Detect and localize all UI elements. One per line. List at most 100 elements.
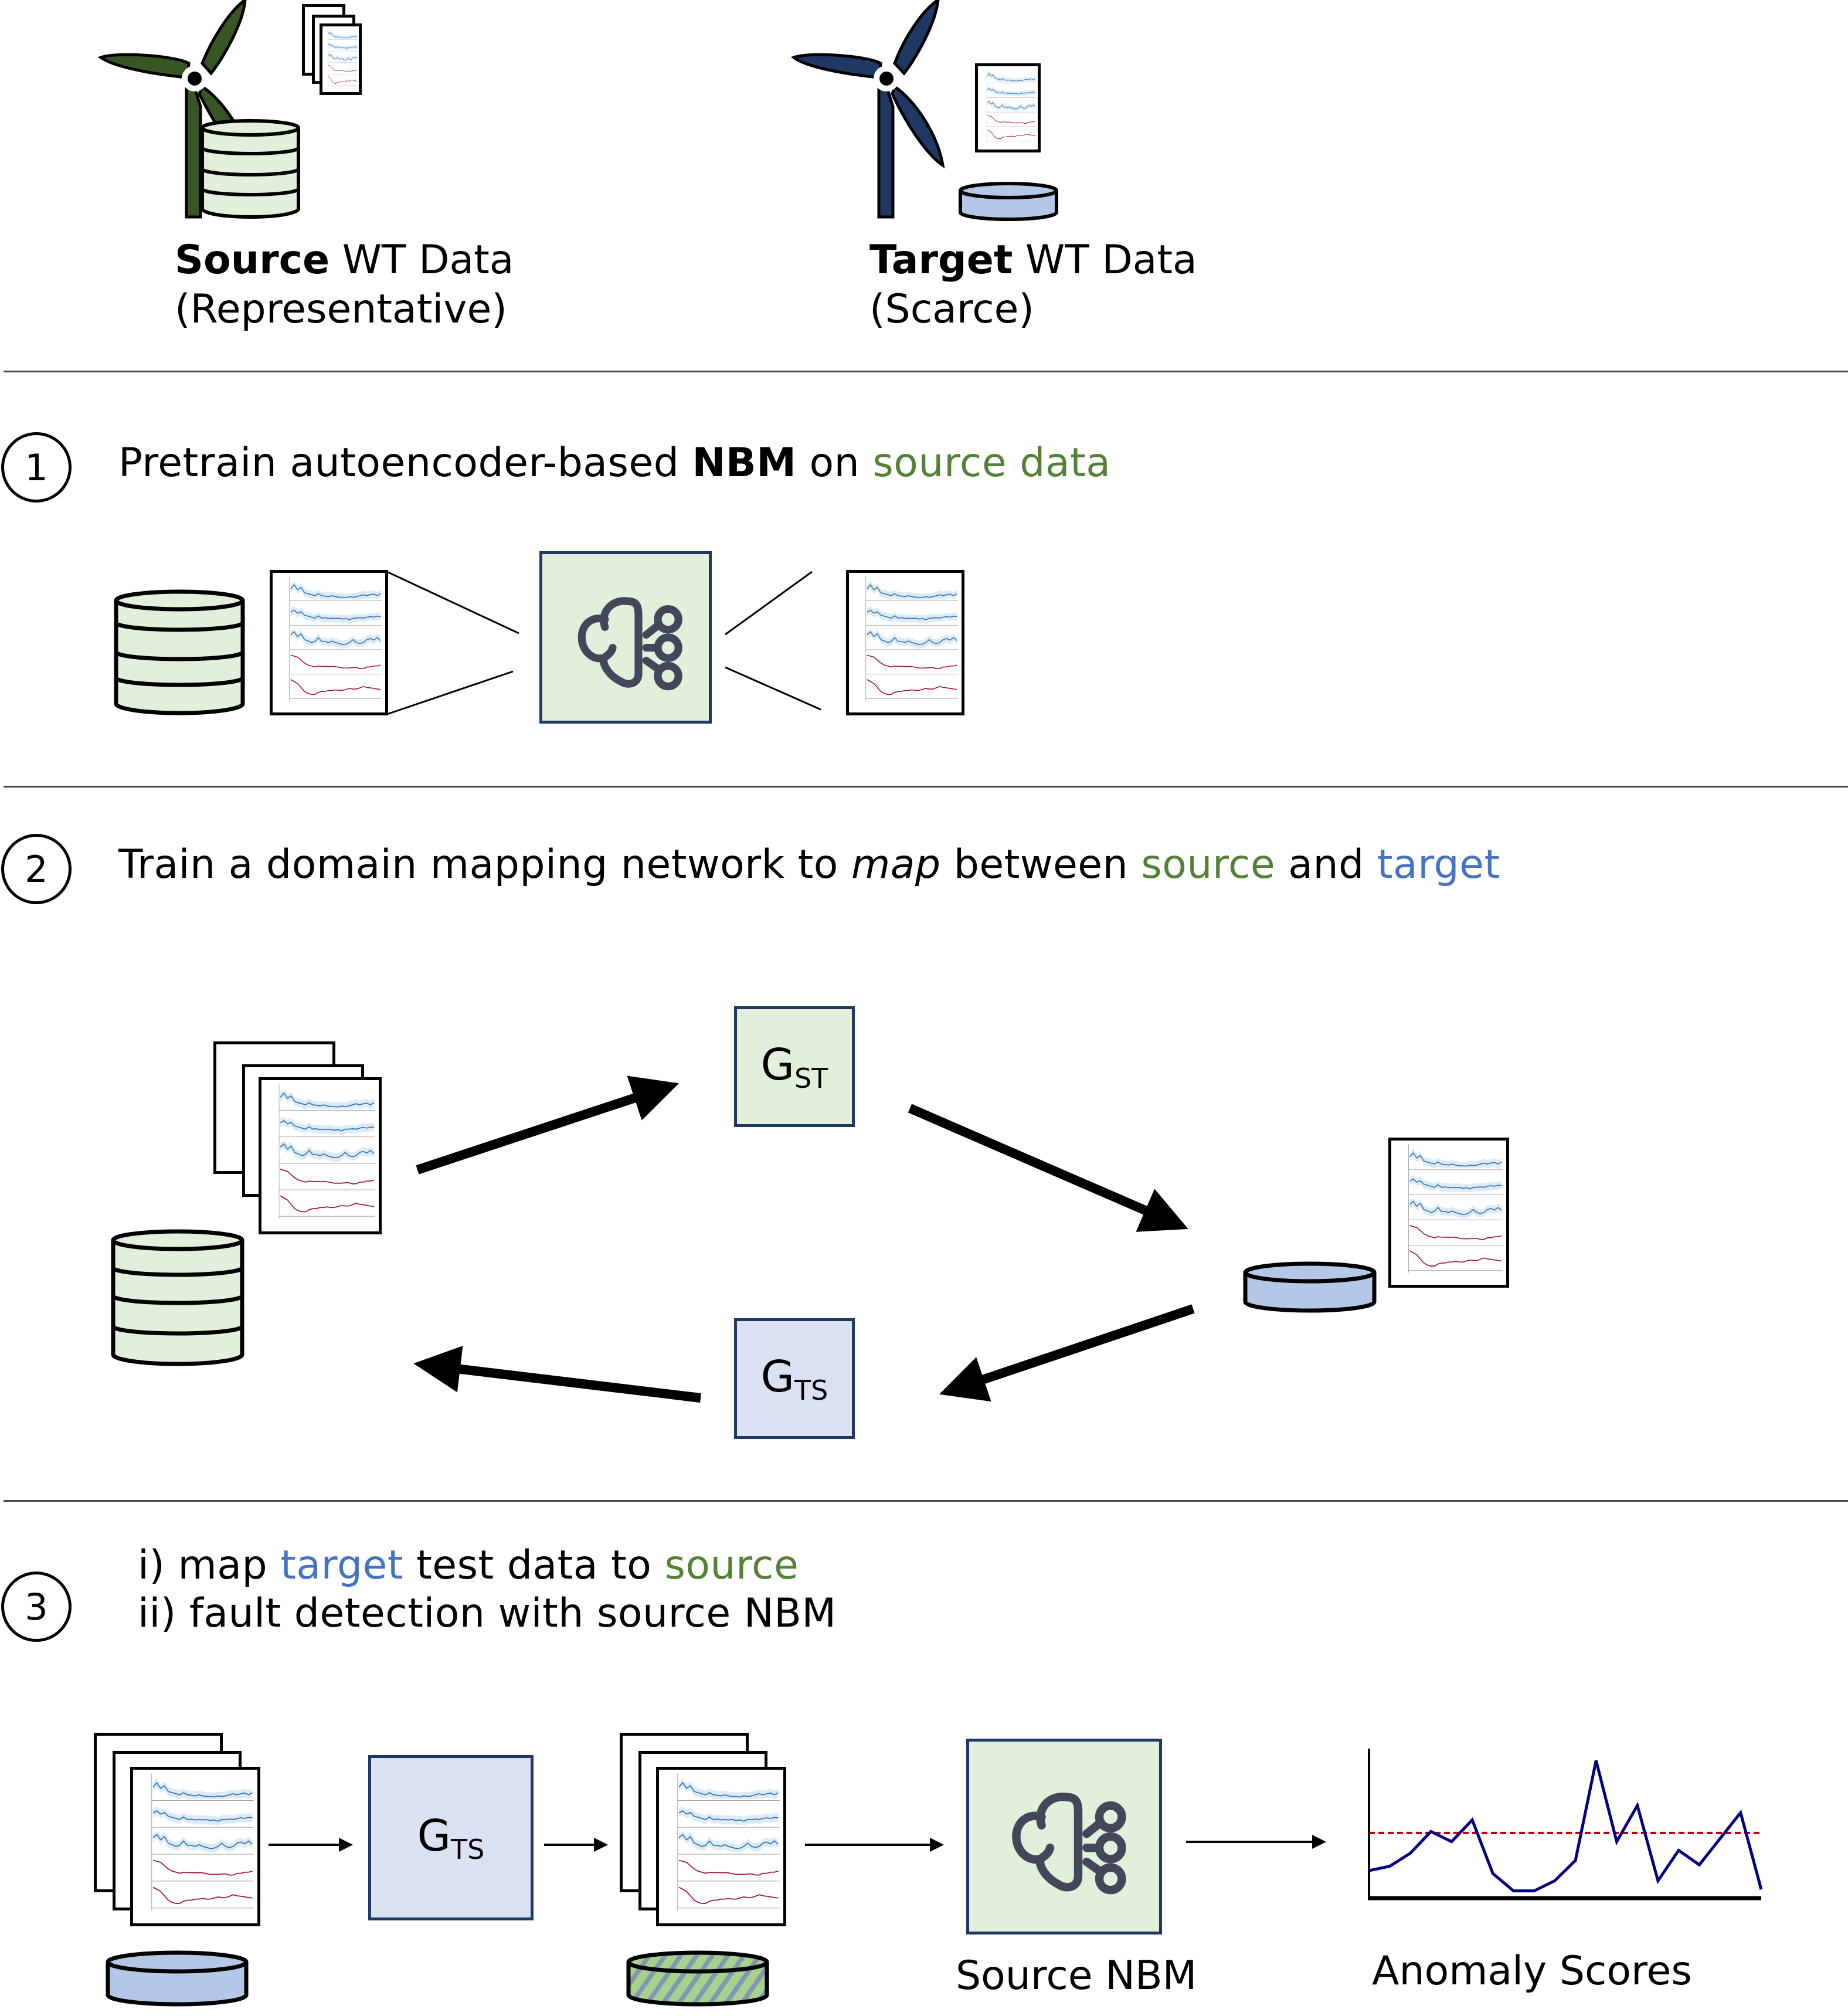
arrow-gst-to-target (908, 1104, 1188, 1232)
mini-chart-band (328, 42, 358, 50)
mini-chart-line (678, 1834, 779, 1849)
mini-chart (278, 1084, 375, 1219)
mini-chart-band (290, 629, 381, 649)
mini-chart (328, 28, 358, 87)
mini-chart-line (290, 679, 381, 695)
mini-chart-line (328, 53, 358, 60)
mini-chart-band (867, 629, 957, 649)
mini-chart-band (987, 86, 1035, 97)
thumbnail-doc (975, 63, 1041, 152)
mini-chart-line (280, 1195, 375, 1213)
gts-label: GTS (417, 1810, 485, 1865)
mini-chart-line (1409, 1225, 1502, 1240)
mini-chart-line (152, 1810, 253, 1822)
thumbnail-doc (320, 23, 362, 95)
mini-chart-line (1409, 1250, 1502, 1267)
step-number-badge: 3 (1, 1572, 72, 1642)
target-thumbnail-doc (1388, 1138, 1509, 1288)
mini-chart (289, 576, 382, 701)
mini-chart-band (280, 1141, 374, 1162)
mini-chart-line (328, 31, 358, 39)
target-test-database-icon (106, 1950, 249, 2007)
mini-chart-band (987, 99, 1035, 111)
chart-title: Anomaly Scores (1372, 1948, 1692, 1994)
arrow-gts-to-source (413, 1346, 701, 1403)
source-nbm-box (966, 1739, 1162, 1934)
mini-chart-line (987, 130, 1035, 140)
mini-chart-band (867, 606, 957, 624)
source-database-icon (201, 119, 300, 219)
mini-chart-band (678, 1831, 779, 1853)
mini-chart-line (867, 631, 957, 645)
mini-chart (151, 1773, 254, 1911)
mini-chart-line (290, 631, 381, 645)
mini-chart-line (152, 1886, 253, 1904)
target-database-icon (959, 182, 1058, 221)
step-3-heading-line1: i) map target test data to source (138, 1542, 799, 1589)
source-nbm-label: Source NBM (956, 1953, 1197, 1999)
mini-chart-line (152, 1859, 253, 1876)
mini-chart-band (152, 1831, 253, 1853)
mini-chart-line (678, 1859, 779, 1876)
source-thumbnail-doc (259, 1077, 382, 1234)
mini-chart-line (280, 1169, 375, 1185)
decoder-line (725, 571, 813, 636)
mini-chart-line (1409, 1200, 1502, 1216)
step2-target-database-icon (1243, 1261, 1377, 1313)
input-thumbnail-doc (270, 570, 388, 715)
mini-chart-line (1409, 1178, 1502, 1190)
mini-chart-line (987, 88, 1035, 95)
section-divider (4, 371, 1848, 372)
mini-chart-line (867, 679, 957, 695)
mapped-database-icon (626, 1950, 769, 2007)
mini-chart-line (867, 584, 957, 599)
mini-chart (1408, 1144, 1503, 1273)
mini-chart-line (290, 654, 381, 669)
target-test-thumbnail-doc (130, 1767, 260, 1926)
mini-chart-line (152, 1834, 253, 1849)
mini-chart-line (987, 73, 1036, 82)
mapped-thumbnail-doc (656, 1767, 786, 1926)
mini-chart-line (1409, 1152, 1502, 1167)
mini-chart-line (867, 609, 957, 620)
nbm-autoencoder-box (539, 551, 712, 724)
mini-chart-band (1409, 1175, 1502, 1193)
reconstruction-thumbnail-doc (846, 570, 964, 715)
arrow-source-to-gst (416, 1075, 679, 1175)
neural-network-brain-icon (578, 597, 682, 691)
encoder-line (386, 670, 514, 715)
target-caption: Target WT Data (Scarce) (869, 237, 1197, 332)
step-number-badge: 1 (1, 432, 72, 503)
mini-chart-line (152, 1781, 253, 1798)
gst-label: GST (760, 1039, 828, 1094)
step-number-badge: 2 (1, 834, 72, 904)
neural-network-brain-icon (1012, 1793, 1126, 1895)
mini-chart-line (290, 609, 381, 620)
mini-chart-line (328, 65, 358, 72)
gts-label: GTS (760, 1351, 828, 1406)
mini-chart-line (280, 1143, 375, 1159)
section-divider (4, 1500, 1848, 1502)
mini-chart-line (328, 76, 358, 84)
mini-chart-band (290, 606, 381, 624)
gts-generator-box: GTS (734, 1318, 855, 1439)
gst-generator-box: GST (734, 1006, 855, 1127)
mini-chart-line (678, 1810, 779, 1822)
mini-chart-band (328, 52, 358, 62)
mini-chart-line (987, 101, 1036, 110)
mini-chart-line (280, 1119, 375, 1132)
mini-chart-band (678, 1806, 779, 1826)
mini-chart-line (290, 584, 381, 599)
mini-chart (677, 1773, 780, 1911)
gts-mapping-box: GTS (368, 1755, 534, 1920)
mini-chart (987, 68, 1036, 143)
target-wind-turbine-icon (790, 0, 945, 219)
mini-chart-line (280, 1092, 375, 1108)
mini-chart-line (867, 654, 957, 669)
step-1-heading: Pretrain autoencoder-based NBM on source… (118, 440, 1111, 486)
